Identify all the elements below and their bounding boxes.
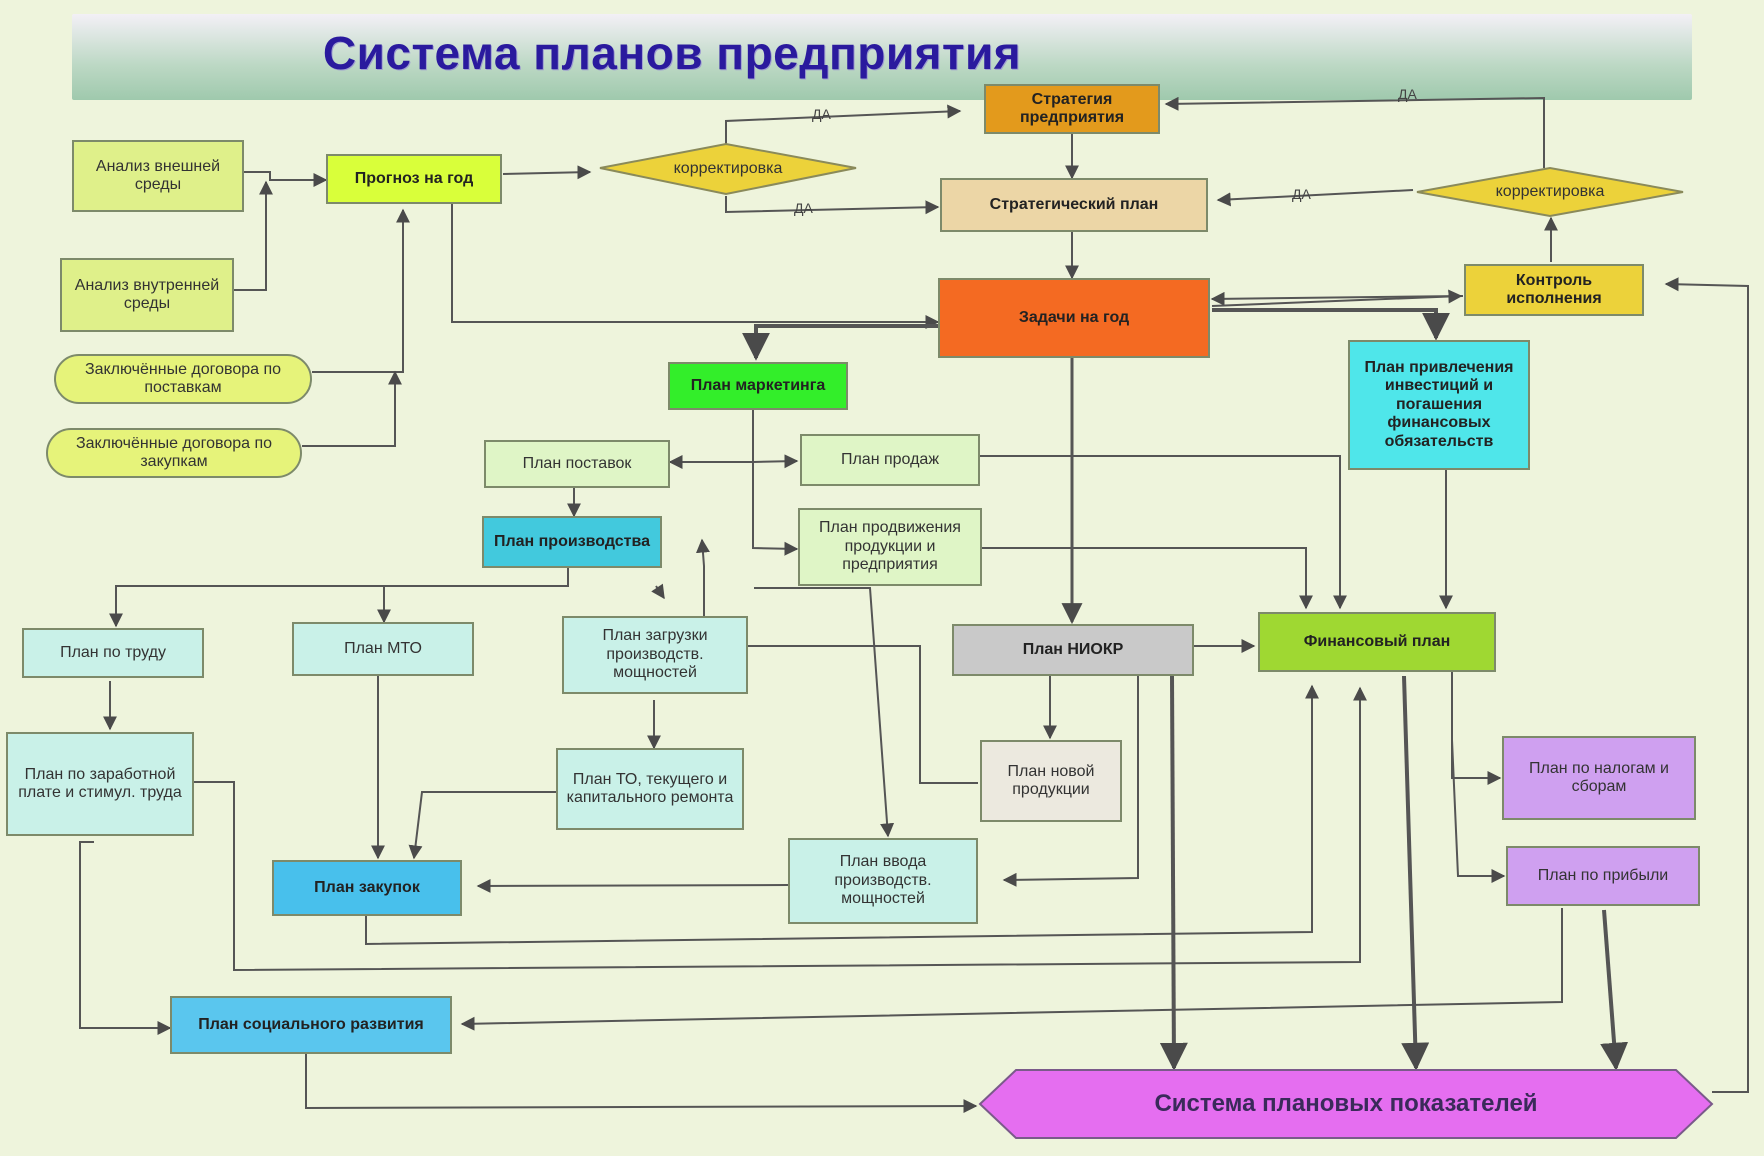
node-external-analysis: Анализ внешней среды [72, 140, 244, 212]
node-new-product: План новой продукции [980, 740, 1122, 822]
page-title: Система планов предприятия [322, 27, 1022, 79]
node-control: Контроль исполнения [1464, 264, 1644, 316]
node-marketing: План маркетинга [668, 362, 848, 410]
node-capacity-input: План ввода производств. мощностей [788, 838, 978, 924]
correction-label-right: корректировка [1495, 183, 1605, 200]
correction-diamond-left [599, 142, 857, 196]
node-production: План производства [482, 516, 662, 568]
node-wages: План по заработной плате и стимул. труда [6, 732, 194, 836]
node-rnd: План НИОКР [952, 624, 1194, 676]
node-labor: План по труду [22, 628, 204, 678]
title-bar: Система планов предприятия [72, 14, 1692, 100]
yes-label: ДА [1292, 186, 1311, 202]
node-social: План социального развития [170, 996, 452, 1054]
node-strategy: Стратегия предприятия [984, 84, 1160, 134]
yes-label: ДА [1398, 86, 1417, 102]
node-sales-plan: План продаж [800, 434, 980, 486]
node-profit: План по прибыли [1506, 846, 1700, 906]
node-maintenance: План ТО, текущего и капитального ремонта [556, 748, 744, 830]
node-capacity-load: План загрузки производств. мощностей [562, 616, 748, 694]
yes-label: ДА [812, 106, 831, 122]
indicators-label: Система плановых показателей [1154, 1090, 1538, 1117]
correction-diamond-right [1416, 166, 1684, 218]
node-supply-plan: План поставок [484, 440, 670, 488]
node-internal-analysis: Анализ внутренней среды [60, 258, 234, 332]
node-contracts-supply: Заключённые договора по поставкам [54, 354, 312, 404]
node-financial: Финансовый план [1258, 612, 1496, 672]
node-investment: План привлечения инвестиций и погашения … [1348, 340, 1530, 470]
node-contracts-purchase: Заключённые договора по закупкам [46, 428, 302, 478]
yes-label: ДА [794, 200, 813, 216]
node-forecast: Прогноз на год [326, 154, 502, 204]
node-tasks: Задачи на год [938, 278, 1210, 358]
indicators-hexagon [978, 1069, 1714, 1139]
node-strategic-plan: Стратегический план [940, 178, 1208, 232]
correction-label-left: корректировка [673, 160, 783, 177]
node-purchases: План закупок [272, 860, 462, 916]
node-mto: План МТО [292, 622, 474, 676]
node-taxes: План по налогам и сборам [1502, 736, 1696, 820]
node-promotion: План продвижения продукции и предприятия [798, 508, 982, 586]
